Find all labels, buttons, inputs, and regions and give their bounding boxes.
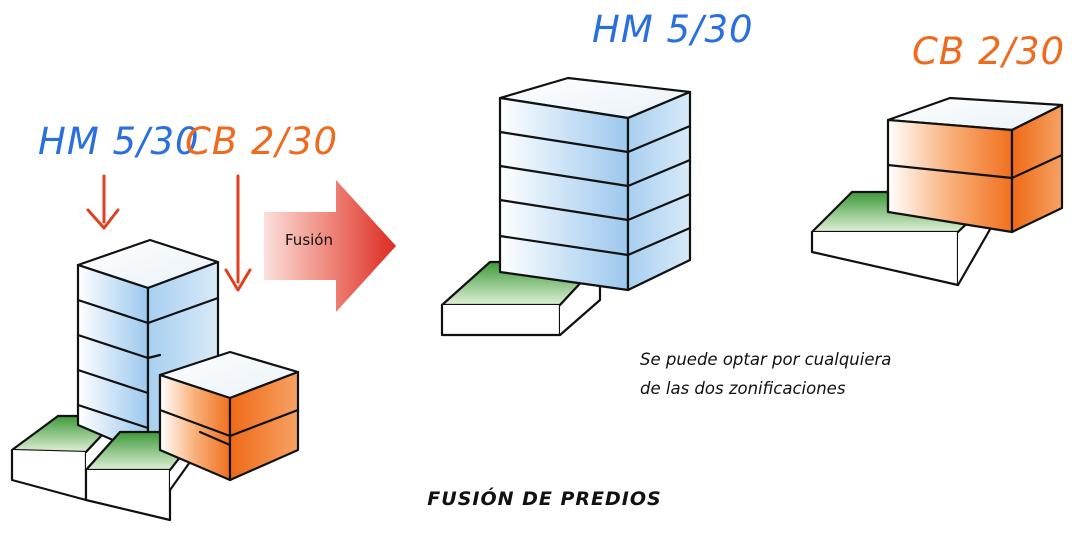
option-cb-building — [810, 96, 1064, 287]
left-hm-label: HM 5/30 — [38, 120, 200, 163]
caption-line-1: Se puede optar por cualquiera — [640, 350, 892, 369]
fusion-arrow-label: Fusión — [285, 231, 333, 249]
diagram-title: FUSIÓN DE PREDIOS — [427, 488, 662, 510]
right-cb-label: CB 2/30 — [912, 30, 1066, 73]
lot-hm-before — [10, 238, 220, 502]
caption-line-2: de las dos zonificaciones — [640, 379, 846, 398]
fusion-arrow-icon — [264, 180, 396, 312]
lot-cb-before — [84, 350, 300, 522]
left-cb-label: CB 2/30 — [185, 120, 339, 163]
caption: Se puede optar por cualquiera de las dos… — [640, 345, 891, 403]
down-arrow-hm-icon — [86, 174, 120, 230]
right-hm-label: HM 5/30 — [592, 8, 754, 51]
down-arrow-cb-icon — [224, 174, 252, 292]
option-hm-building — [440, 76, 692, 337]
